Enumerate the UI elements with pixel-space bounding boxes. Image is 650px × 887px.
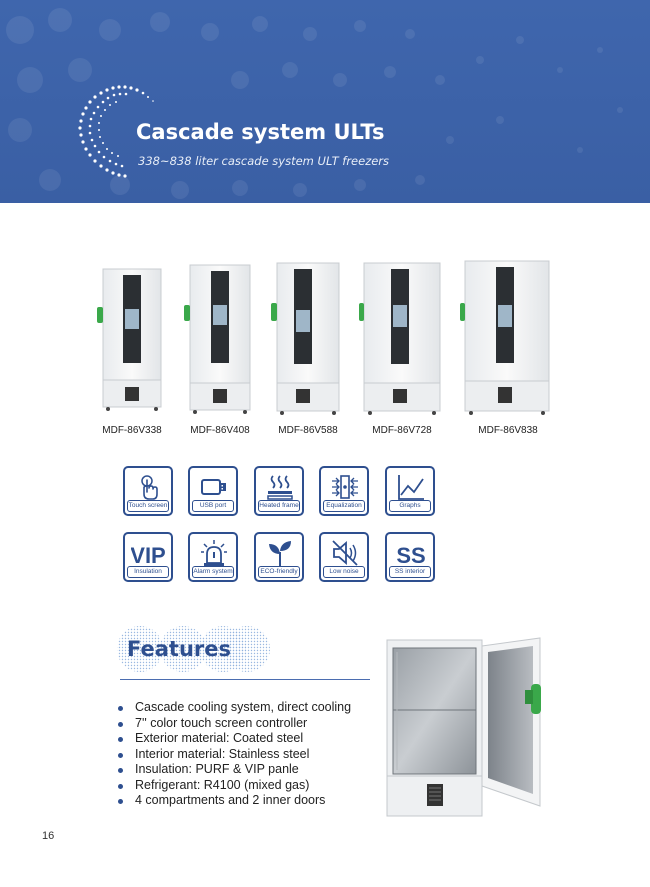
bullet-icon: [118, 768, 123, 773]
vip-insulation-icon: VIP: [131, 543, 165, 568]
feature-text: Cascade cooling system, direct cooling: [135, 700, 352, 714]
usb-port-icon: [201, 479, 226, 495]
features-dots-decoration: [117, 626, 270, 672]
feature-tile-heated-frame: Heated frame: [254, 466, 304, 516]
model-label-3: MDF-86V588: [278, 425, 338, 436]
model-label-4: MDF-86V728: [372, 425, 432, 436]
feature-text: 4 compartments and 2 inner doors: [135, 793, 326, 807]
feature-label: Heated frame: [258, 500, 300, 512]
model-label-2: MDF-86V408: [190, 425, 250, 436]
vip-glyph: VIP: [131, 543, 165, 568]
equalization-icon: [332, 475, 358, 499]
feature-tile-touch-screen: Touch screen: [123, 466, 173, 516]
header-banner: Cascade system ULTs 338~838 liter cascad…: [0, 0, 650, 203]
feature-label: Graphs: [389, 500, 431, 512]
features-heading: Features: [127, 637, 231, 661]
feature-text: 7'' color touch screen controller: [135, 715, 308, 730]
model-label-1: MDF-86V338: [102, 425, 162, 436]
bullet-icon: [118, 706, 123, 711]
feature-tile-usb-port: USB port: [188, 466, 238, 516]
feature-text: Exterior material: Coated steel: [135, 731, 304, 745]
feature-label: Low noise: [323, 566, 365, 578]
page-number: 16: [42, 830, 55, 842]
feature-item: Exterior material: Coated steel: [118, 731, 351, 747]
bullet-icon: [118, 737, 123, 742]
dot-pattern-decoration: [6, 8, 623, 199]
feature-text: Interior material: Stainless steel: [135, 746, 310, 761]
feature-item: Interior material: Stainless steel: [118, 747, 351, 763]
feature-item: 7'' color touch screen controller: [118, 716, 351, 732]
features-list: Cascade cooling system, direct cooling 7…: [118, 700, 351, 809]
feature-label: Insulation: [127, 566, 169, 578]
freezer-mdf-86v588: [271, 262, 340, 415]
touch-screen-icon: [141, 475, 158, 500]
ss-glyph: SS: [396, 543, 425, 568]
bullet-icon: [118, 783, 123, 789]
feature-tile-insulation: VIP Insulation: [123, 532, 173, 582]
feature-item: Cascade cooling system, direct cooling: [118, 700, 351, 716]
bullet-icon: [118, 799, 123, 804]
page-subtitle: 338~838 liter cascade system ULT freezer…: [138, 154, 390, 168]
feature-tile-low-noise: Low noise: [319, 532, 369, 582]
freezer-mdf-86v408: [184, 264, 251, 414]
feature-text: Insulation: PURF & VIP panle: [135, 762, 299, 776]
ss-interior-icon: SS: [396, 543, 425, 568]
feature-label: Equalization: [323, 500, 365, 512]
feature-tile-alarm-system: Alarm system: [188, 532, 238, 582]
feature-text: Refrigerant: R4100 (mixed gas): [135, 777, 310, 792]
freezer-mdf-86v728: [359, 262, 441, 415]
alarm-system-icon: [201, 540, 227, 566]
open-freezer-image: [386, 637, 541, 817]
feature-item: Refrigerant: R4100 (mixed gas): [118, 778, 351, 794]
bullet-icon: [118, 752, 123, 758]
heated-frame-icon: [267, 475, 293, 500]
eco-friendly-icon: [269, 541, 291, 566]
feature-label: Touch screen: [127, 500, 169, 512]
feature-tile-ss-interior: SS SS interior: [385, 532, 435, 582]
low-noise-icon: [332, 540, 358, 566]
feature-label: Alarm system: [192, 566, 234, 578]
feature-item: 4 compartments and 2 inner doors: [118, 793, 351, 809]
feature-tile-eco-friendly: ECO-friendly: [254, 532, 304, 582]
freezer-mdf-86v338: [97, 268, 162, 411]
page-title: Cascade system ULTs: [136, 120, 385, 144]
graphs-icon: [398, 475, 424, 500]
features-divider: [120, 679, 370, 680]
feature-item: Insulation: PURF & VIP panle: [118, 762, 351, 778]
bullet-icon: [118, 721, 123, 727]
feature-label: SS interior: [389, 566, 431, 578]
feature-tile-equalization: Equalization: [319, 466, 369, 516]
feature-label: ECO-friendly: [258, 566, 300, 578]
freezer-lineup: [97, 260, 550, 415]
feature-tile-graphs: Graphs: [385, 466, 435, 516]
feature-label: USB port: [192, 500, 234, 512]
freezer-mdf-86v838: [460, 260, 550, 415]
model-label-5: MDF-86V838: [478, 425, 538, 436]
